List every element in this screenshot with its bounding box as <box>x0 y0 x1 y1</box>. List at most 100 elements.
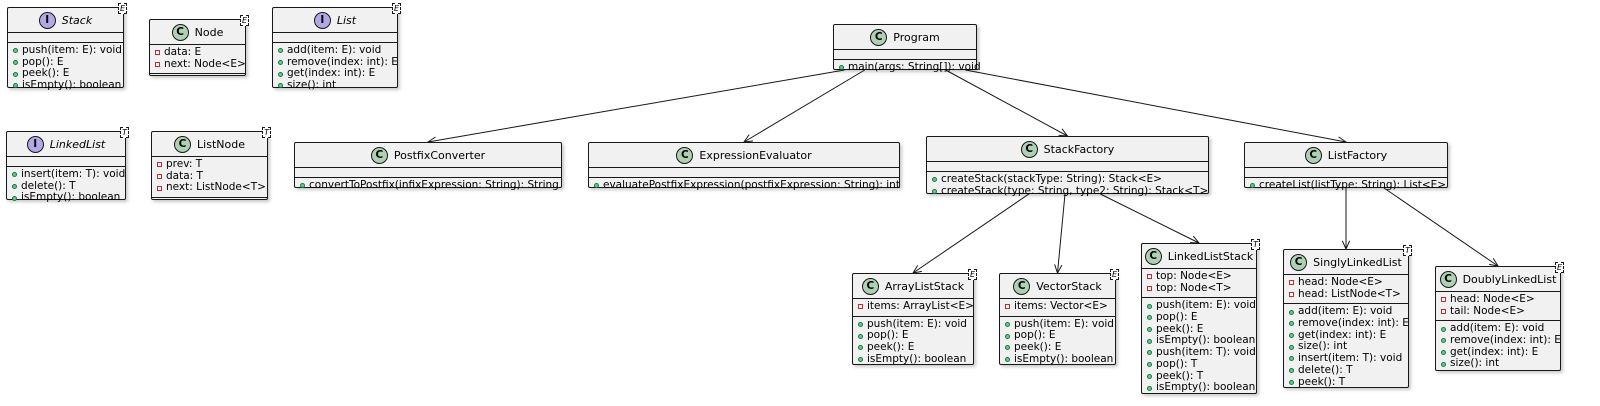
class-name: ExpressionEvaluator <box>699 148 812 162</box>
class-header: I LinkedList <box>7 132 125 156</box>
method-row: get(index: int): E <box>273 68 397 80</box>
method-row: peek(): T <box>1142 370 1256 383</box>
method-row: isEmpty(): boolean <box>1142 335 1256 347</box>
class-evaluator[interactable]: C ExpressionEvaluator evaluatePostfixExpre… <box>588 142 900 191</box>
generic-parameter: E <box>391 3 401 14</box>
method-row: peek(): E <box>1142 323 1256 336</box>
class-header: C ExpressionEvaluator <box>589 143 899 167</box>
method-row: push(item: E): void <box>1000 317 1115 331</box>
private-visibility-icon <box>155 50 160 56</box>
public-visibility-icon <box>1289 344 1294 350</box>
public-visibility-icon <box>12 184 17 190</box>
method-row: size(): int <box>273 79 397 92</box>
public-visibility-icon <box>1441 350 1446 356</box>
class-name: StackFactory <box>1043 142 1115 156</box>
public-visibility-icon <box>1005 333 1010 339</box>
class-icon: C <box>1144 247 1162 265</box>
method-text: add(item: E): void <box>287 44 382 56</box>
fields-section: head: Node<E>head: ListNode<T> <box>1284 274 1408 303</box>
public-visibility-icon <box>278 60 283 66</box>
fields-section <box>1245 167 1447 177</box>
method-row: push(item: E): void <box>8 44 123 57</box>
public-visibility-icon <box>1289 309 1294 315</box>
method-row: size(): int <box>1436 358 1560 370</box>
method-text: main(args: String[]): void <box>848 61 981 73</box>
method-text: evaluatePostfixExpression(postfixExpress… <box>603 179 900 191</box>
class-name: List <box>336 13 357 27</box>
method-text: push(item: E): void <box>22 44 122 56</box>
method-text: peek(): E <box>22 67 70 80</box>
method-text: isEmpty(): boolean <box>1156 334 1256 347</box>
method-row: pop(): T <box>1142 358 1256 371</box>
field-row: tail: Node<E> <box>1436 305 1560 318</box>
method-text: isEmpty(): boolean <box>22 79 122 92</box>
field-row: head: Node<E> <box>1284 276 1408 289</box>
fields-section: top: Node<E>top: Node<T> <box>1142 268 1256 297</box>
method-row: delete(): T <box>1284 364 1408 377</box>
field-row: next: Node<E> <box>150 58 246 71</box>
method-row: evaluatePostfixExpression(postfixExpress… <box>589 179 900 192</box>
class-name: ListFactory <box>1327 148 1388 162</box>
method-row: peek(): E <box>1000 341 1115 354</box>
method-text: pop(): E <box>1014 329 1056 342</box>
field-text: head: Node<E> <box>1298 276 1383 288</box>
fields-section <box>7 156 125 166</box>
private-visibility-icon <box>1441 297 1446 303</box>
method-text: insert(item: T): void <box>21 168 126 180</box>
method-row: isEmpty(): boolean <box>853 353 973 366</box>
method-text: get(index: int): E <box>1450 345 1539 358</box>
field-text: items: ArrayList<E> <box>867 300 974 312</box>
method-row: insert(item: T): void <box>7 168 126 181</box>
public-visibility-icon <box>1147 315 1152 321</box>
class-icon: C <box>171 23 189 41</box>
public-visibility-icon <box>13 83 18 89</box>
method-row: peek(): E <box>8 68 123 80</box>
class-name: VectorStack <box>1036 279 1102 293</box>
method-row: add(item: E): void <box>273 44 397 57</box>
class-icon: C <box>861 277 879 295</box>
method-text: createStack(stackType: String): Stack<E> <box>941 173 1162 185</box>
class-name: LinkedList <box>49 137 106 151</box>
method-text: peek(): E <box>1014 341 1062 354</box>
class-icon: C <box>676 146 694 164</box>
public-visibility-icon <box>12 195 17 201</box>
public-visibility-icon <box>1441 361 1446 367</box>
class-icon: C <box>870 28 888 46</box>
interface-icon: I <box>26 135 44 153</box>
public-visibility-icon <box>1147 373 1152 379</box>
public-visibility-icon <box>13 71 18 77</box>
method-text: createStack(type: String, type2: String)… <box>941 184 1209 197</box>
fields-section <box>927 161 1208 171</box>
fields-section: items: Vector<E> <box>1000 298 1115 316</box>
method-text: isEmpty(): boolean <box>1156 381 1256 394</box>
method-row: pop(): E <box>8 56 123 69</box>
public-visibility-icon <box>278 48 283 54</box>
method-text: push(item: E): void <box>1014 317 1114 330</box>
public-visibility-icon <box>932 189 937 195</box>
method-row: add(item: E): void <box>1284 306 1408 318</box>
class-name: ListNode <box>197 137 245 151</box>
fields-section <box>273 32 397 42</box>
